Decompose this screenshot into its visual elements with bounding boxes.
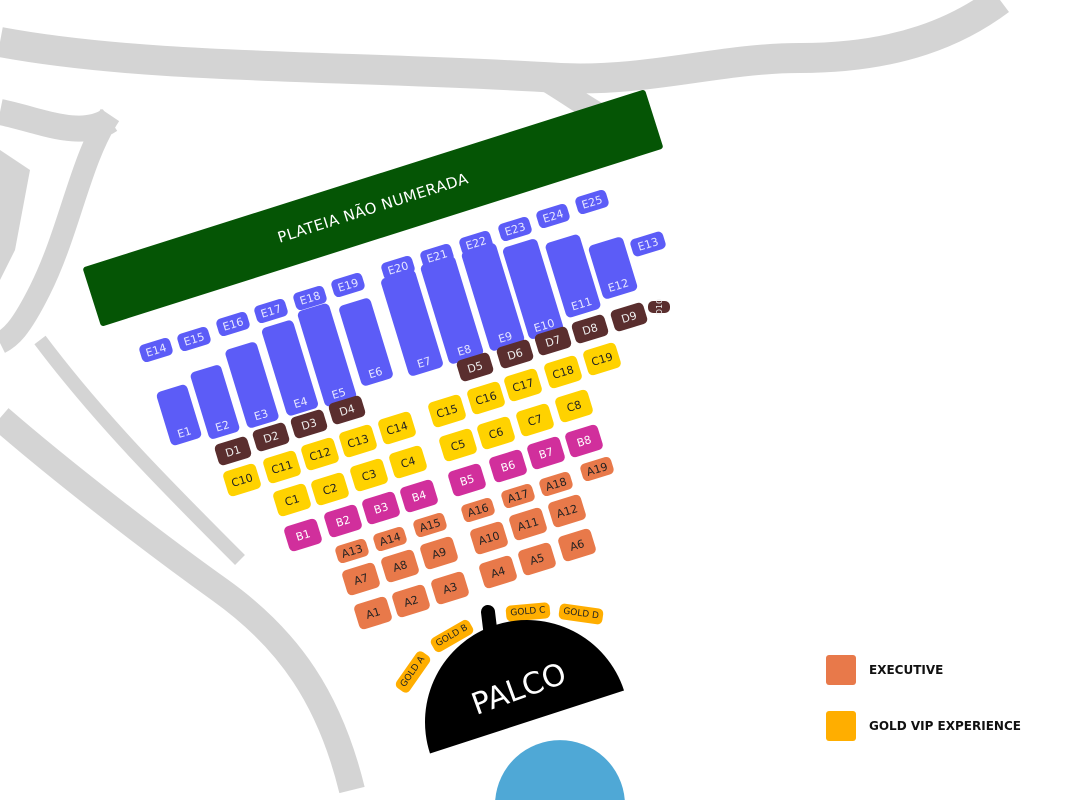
legend-swatch-executive: [826, 655, 856, 685]
road-top: [0, 0, 1009, 94]
legend-label: EXECUTIVE: [869, 663, 944, 677]
road-inner: [34, 335, 245, 565]
legend-swatch-gold: [826, 711, 856, 741]
legend-label: GOLD VIP EXPERIENCE: [869, 719, 1021, 733]
left-area: [0, 150, 30, 280]
legend-gold-vip: GOLD VIP EXPERIENCE: [826, 711, 1021, 741]
road-diagonal: [0, 408, 365, 794]
road-left-curve: [0, 108, 120, 353]
pool-circle: [495, 740, 625, 800]
legend-executive: EXECUTIVE: [826, 655, 943, 685]
stage-shape[interactable]: [398, 593, 625, 754]
road-left-branch: [0, 99, 118, 142]
